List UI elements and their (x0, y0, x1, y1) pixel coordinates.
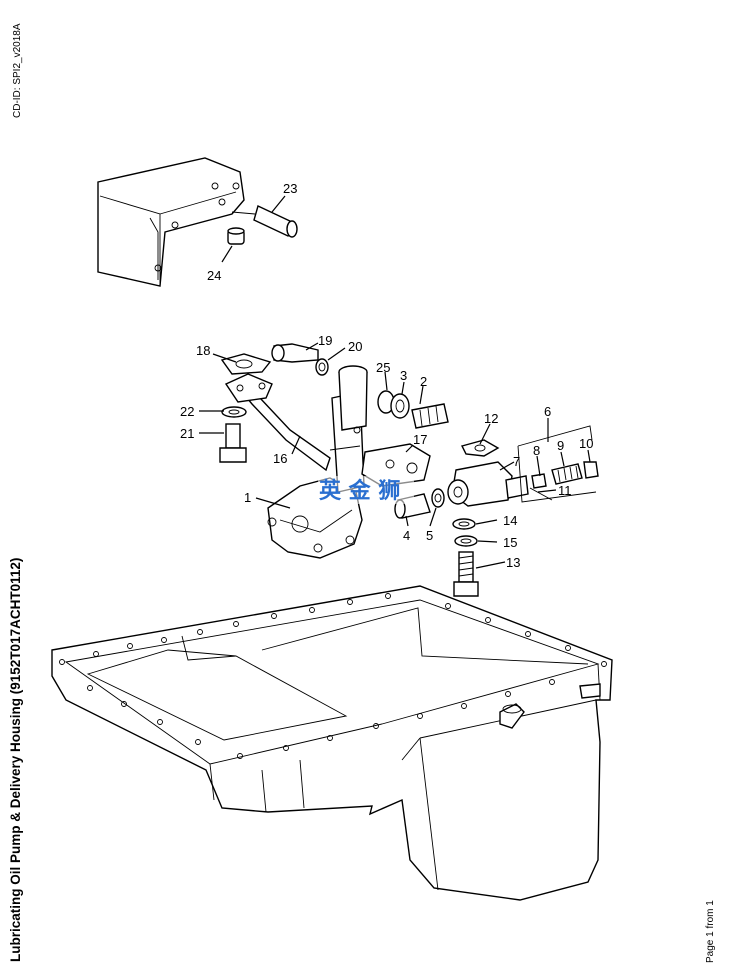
callout-20: 20 (348, 339, 362, 354)
callout-17: 17 (413, 432, 427, 447)
callout-6: 6 (544, 404, 551, 419)
callout-8: 8 (533, 443, 540, 458)
part-24-sleeve (227, 227, 245, 245)
parts-14-15-13 (452, 518, 479, 597)
watermark-text: 英 金 狮 (319, 478, 400, 504)
callout-11: 11 (558, 483, 572, 498)
part-16-suction-pipe (224, 373, 331, 472)
callout-16: 16 (273, 451, 287, 466)
callout-24: 24 (207, 268, 221, 283)
callout-19: 19 (318, 333, 332, 348)
callout-15: 15 (503, 535, 517, 550)
callout-18: 18 (196, 343, 210, 358)
part-12-gasket (460, 439, 500, 457)
callout-21: 21 (180, 426, 194, 441)
callout-2: 2 (420, 374, 427, 389)
callout-14: 14 (503, 513, 517, 528)
callout-23: 23 (283, 181, 297, 196)
leader-lines (199, 195, 591, 569)
callout-1: 1 (244, 490, 251, 505)
part-19-bolt (271, 343, 319, 363)
callout-4: 4 (403, 528, 410, 543)
part-20-washer (315, 358, 329, 376)
callout-5: 5 (426, 528, 433, 543)
parts-25-3-2 (377, 390, 449, 429)
part-6-relief-valve (447, 425, 599, 507)
callout-3: 3 (400, 368, 407, 383)
part-23-bolt (231, 205, 298, 238)
callout-labels: 1 2 3 4 5 6 7 8 9 10 11 12 13 14 15 16 1… (180, 181, 593, 570)
part-22-washer (221, 406, 247, 418)
callout-25: 25 (376, 360, 390, 375)
callout-22: 22 (180, 404, 194, 419)
callout-12: 12 (484, 411, 498, 426)
engine-block-detail (97, 157, 245, 287)
part-18-gasket (220, 353, 272, 375)
oil-sump (51, 585, 613, 901)
callout-13: 13 (506, 555, 520, 570)
part-21-bolt (219, 423, 247, 463)
callout-9: 9 (557, 438, 564, 453)
callout-7: 7 (513, 454, 520, 469)
callout-10: 10 (579, 436, 593, 451)
